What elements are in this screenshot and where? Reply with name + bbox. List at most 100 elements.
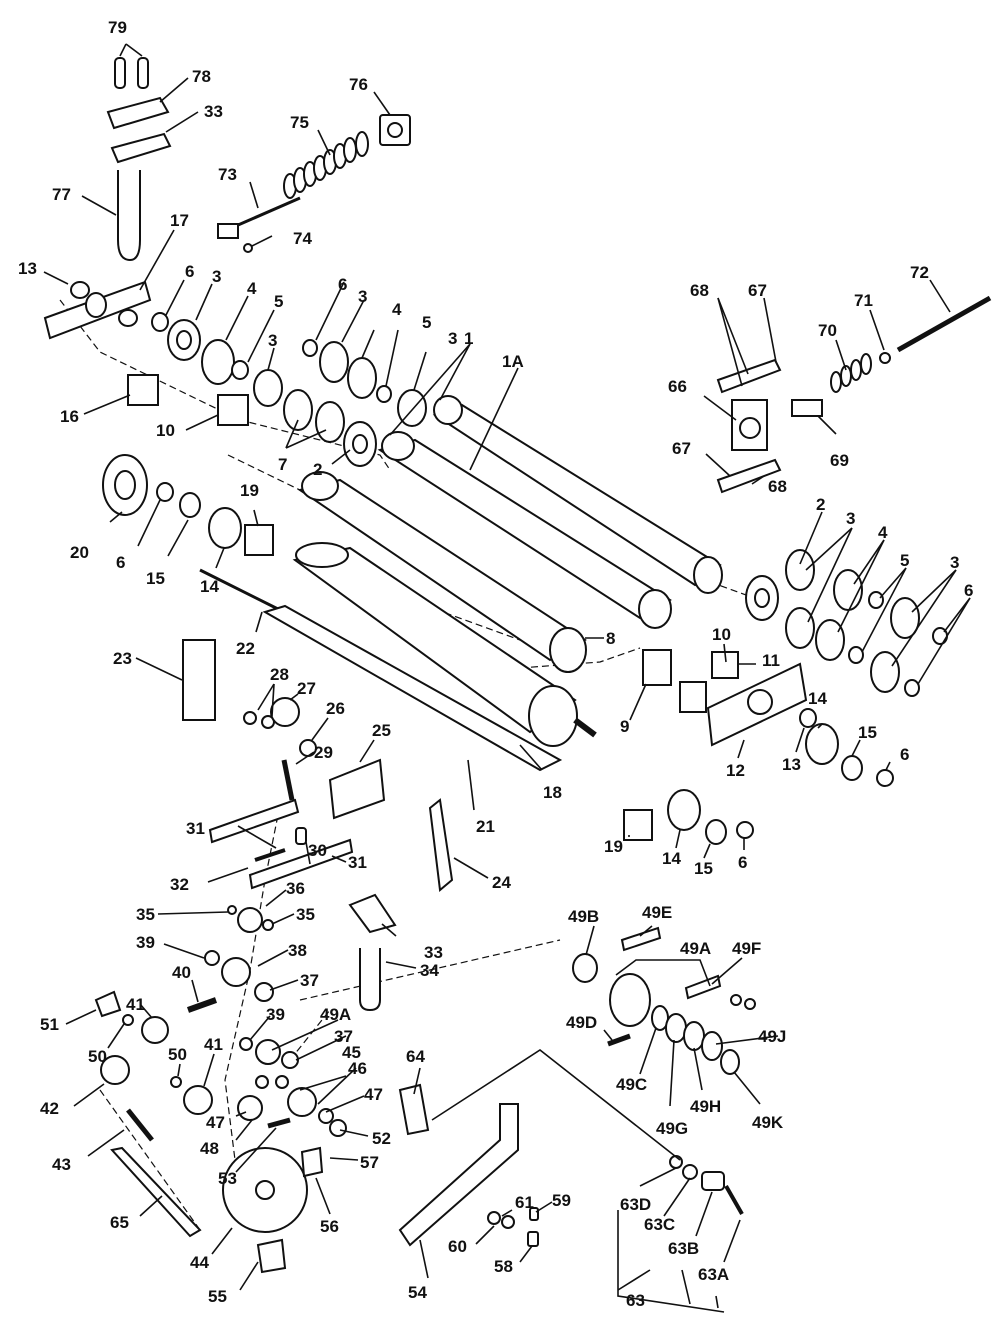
callout-52: 52 [372, 1129, 391, 1148]
callout-39: 39 [136, 933, 155, 952]
sprocket-part [141, 1016, 169, 1044]
u-bolt-part [359, 948, 381, 1012]
callout-63C: 63C [644, 1215, 675, 1234]
bar-part [110, 1146, 202, 1238]
flange-part [217, 394, 249, 426]
callout-6: 6 [738, 853, 747, 872]
callout-49A: 49A [680, 939, 711, 958]
callout-9: 9 [620, 717, 629, 736]
flange-part [642, 649, 672, 686]
callout-54: 54 [408, 1283, 427, 1302]
bracket-part [328, 758, 386, 820]
callout-58: 58 [494, 1257, 513, 1276]
callout-79: 79 [108, 18, 127, 37]
callout-63D: 63D [620, 1195, 651, 1214]
callout-2: 2 [816, 495, 825, 514]
compression-spring-part [830, 353, 872, 393]
callout-49A: 49A [320, 1005, 351, 1024]
callout-3: 3 [268, 331, 277, 350]
callout-3: 3 [846, 509, 855, 528]
callout-20: 20 [70, 543, 89, 562]
callout-12: 12 [726, 761, 745, 780]
callout-46: 46 [348, 1059, 367, 1078]
callout-6: 6 [338, 275, 347, 294]
callout-49C: 49C [616, 1075, 647, 1094]
callout-68: 68 [690, 281, 709, 300]
callout-41: 41 [204, 1035, 223, 1054]
callout-2: 2 [313, 460, 322, 479]
callout-51: 51 [40, 1015, 59, 1034]
strip-part [716, 358, 782, 394]
callout-4: 4 [878, 523, 888, 542]
callout-50: 50 [88, 1047, 107, 1066]
callout-32: 32 [170, 875, 189, 894]
callout-70: 70 [818, 321, 837, 340]
callout-28: 28 [270, 665, 289, 684]
callout-5: 5 [274, 292, 283, 311]
callout-49E: 49E [642, 903, 672, 922]
callout-11: 11 [762, 651, 780, 670]
callout-68: 68 [768, 477, 787, 496]
bracket-part [256, 1238, 287, 1274]
flange-part [127, 374, 159, 406]
callout-47: 47 [364, 1085, 383, 1104]
scraper-bar-part [262, 604, 563, 772]
callout-49F: 49F [732, 939, 761, 958]
callout-13: 13 [18, 259, 37, 278]
callout-71: 71 [854, 291, 873, 310]
callout-72: 72 [910, 263, 929, 282]
callout-31: 31 [186, 819, 205, 838]
callout-26: 26 [326, 699, 345, 718]
callout-49G: 49G [656, 1119, 688, 1138]
callout-6: 6 [185, 262, 194, 281]
bracket-part [428, 798, 454, 892]
callout-34: 34 [420, 961, 439, 980]
callout-31: 31 [348, 853, 367, 872]
callout-66: 66 [668, 377, 687, 396]
callout-47: 47 [206, 1113, 225, 1132]
sprocket-part [287, 1087, 317, 1117]
callout-63A: 63A [698, 1265, 729, 1284]
sprocket-part [255, 1039, 281, 1065]
callout-33: 33 [204, 102, 223, 121]
callout-49D: 49D [566, 1013, 597, 1032]
callout-3: 3 [950, 553, 959, 572]
drive-sprocket-cluster [572, 926, 756, 1215]
callout-35: 35 [136, 905, 155, 924]
callout-76: 76 [349, 75, 368, 94]
callout-74: 74 [293, 229, 312, 248]
callout-14: 14 [662, 849, 681, 868]
sprocket-part [183, 1085, 213, 1115]
sprocket-part [237, 907, 263, 933]
callout-24: 24 [492, 873, 511, 892]
sleeve-part [791, 399, 823, 417]
callout-3: 3 [358, 287, 367, 306]
callout-8: 8 [606, 629, 615, 648]
callout-labels: 79 78 33 76 75 73 74 77 17 13 6 3 4 5 3 … [18, 18, 973, 1310]
flange-part [244, 524, 274, 556]
callout-22: 22 [236, 639, 255, 658]
callout-15: 15 [146, 569, 165, 588]
clip-part [300, 1146, 324, 1178]
callout-49J: 49J [758, 1027, 786, 1046]
callout-64: 64 [406, 1047, 425, 1066]
callout-5: 5 [422, 313, 431, 332]
rod-end-part [217, 223, 239, 239]
rollers [262, 395, 723, 772]
callout-67: 67 [748, 281, 767, 300]
callout-16: 16 [60, 407, 79, 426]
sprocket-part [221, 957, 251, 987]
callout-43: 43 [52, 1155, 71, 1174]
callout-48: 48 [200, 1139, 219, 1158]
callout-61: 61 [515, 1193, 534, 1212]
callout-6: 6 [900, 745, 909, 764]
bracket-part [398, 1083, 430, 1136]
callout-63: 63 [626, 1291, 645, 1310]
sprocket-part [100, 1055, 130, 1085]
callout-59: 59 [552, 1191, 571, 1210]
clip-part [94, 990, 122, 1018]
callout-23: 23 [113, 649, 132, 668]
callout-42: 42 [40, 1099, 59, 1118]
